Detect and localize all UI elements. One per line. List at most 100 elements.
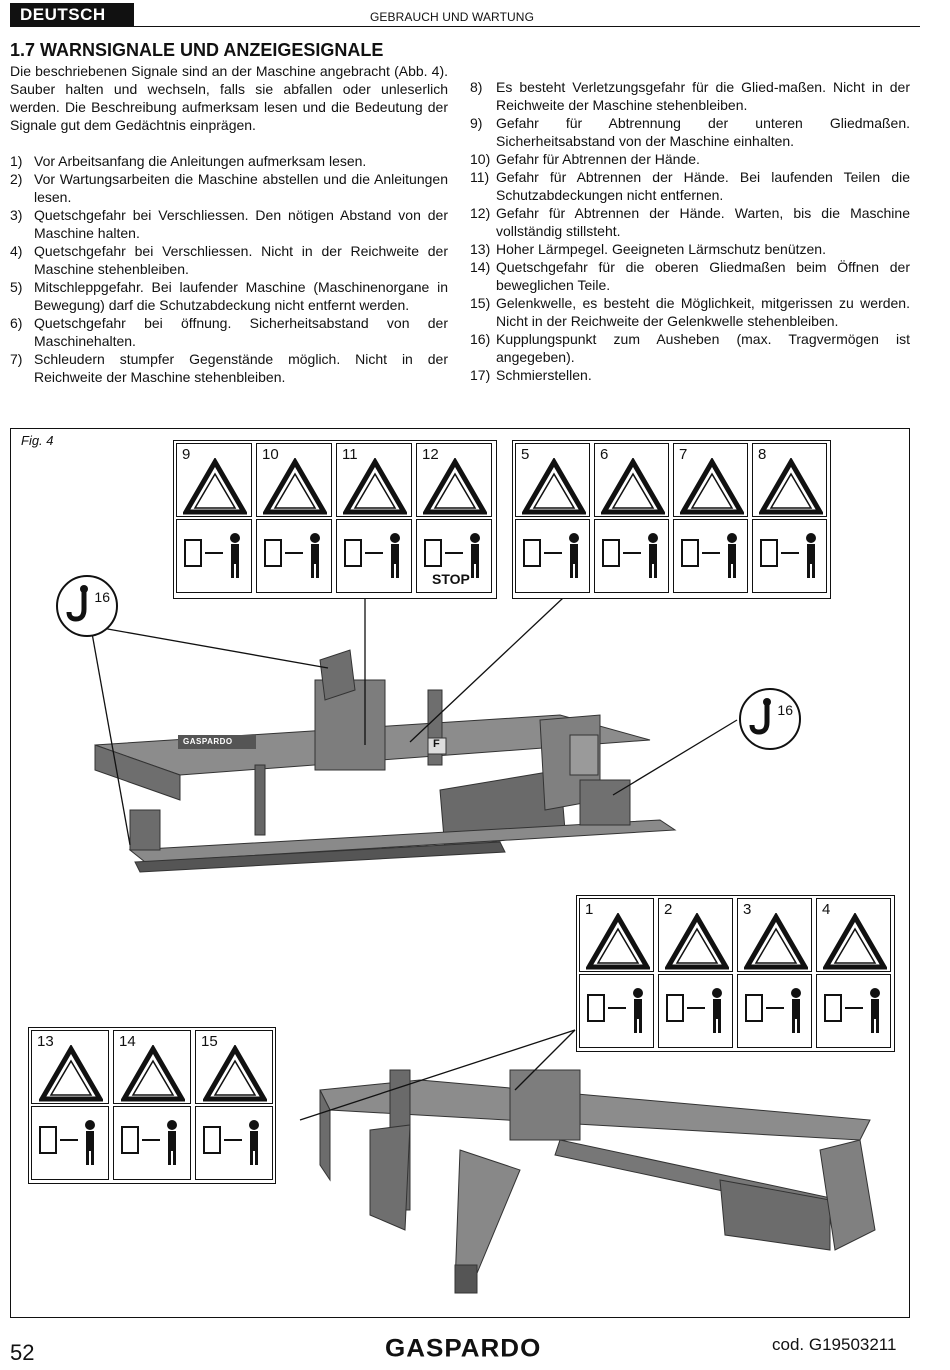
figure-frame bbox=[10, 428, 910, 1318]
machine-brand-text: GASPARDO bbox=[183, 737, 233, 746]
text-column-right: 8) Es besteht Verletzungsgefahr für die G… bbox=[470, 78, 910, 384]
header-title: GEBRAUCH UND WARTUNG bbox=[370, 10, 535, 24]
warning-triangle-icon bbox=[821, 912, 888, 970]
signal-number: 8) bbox=[470, 79, 483, 95]
warning-triangle-icon bbox=[119, 1044, 187, 1102]
hook-badge-left: 16 bbox=[56, 575, 118, 637]
safety-pictogram-icon bbox=[121, 1120, 177, 1165]
page-number: 52 bbox=[10, 1340, 35, 1365]
signal-text: Gefahr für Abtrennen der Hände. Bei lauf… bbox=[496, 169, 910, 203]
signal-text: Kupplungspunkt zum Ausheben (max. Tragve… bbox=[496, 331, 910, 365]
decal-number: 12 bbox=[422, 446, 439, 463]
signal-item: 13)Hoher Lärmpegel. Geeigneten Lärmschut… bbox=[470, 240, 910, 258]
decal-pictogram-cell bbox=[673, 519, 748, 593]
language-tab: DEUTSCH bbox=[10, 3, 134, 27]
signal-number: 6) bbox=[10, 315, 23, 331]
signal-text: Gelenkwelle, es besteht die Möglichkeit,… bbox=[496, 295, 910, 329]
safety-pictogram-icon bbox=[824, 988, 880, 1033]
signal-number: 16) bbox=[470, 331, 491, 347]
machine-top-illustration bbox=[94, 649, 677, 873]
signal-text: Gefahr für Abtrennen der Hände. bbox=[496, 151, 700, 167]
signal-item: 8) Es besteht Verletzungsgefahr für die G… bbox=[470, 78, 910, 114]
hook-number: 16 bbox=[777, 702, 793, 718]
signal-number: 15) bbox=[470, 295, 491, 311]
decal-pictogram-cell bbox=[579, 974, 654, 1048]
decal-pictogram-cell bbox=[515, 519, 590, 593]
signal-text: Quetschgefahr bei Verschliessen. Nicht i… bbox=[34, 243, 448, 277]
decal-number: 1 bbox=[585, 901, 594, 918]
decal-warning-cell: 12 bbox=[416, 443, 492, 517]
signal-text: Schmierstellen. bbox=[496, 367, 592, 383]
decal-warning-cell: 7 bbox=[673, 443, 748, 517]
machine-plate-f: F bbox=[433, 738, 441, 750]
signal-text: Quetschgefahr für die oberen Gliedmaßen … bbox=[496, 259, 910, 293]
decal-pictogram-cell bbox=[658, 974, 733, 1048]
decal-number: 4 bbox=[822, 901, 831, 918]
decal-number: 11 bbox=[342, 446, 358, 463]
safety-pictogram-icon bbox=[587, 988, 643, 1033]
safety-pictogram-icon bbox=[666, 988, 722, 1033]
signal-item: 6)Quetschgefahr bei öffnung. Sicherheits… bbox=[10, 314, 448, 350]
safety-pictogram-icon bbox=[760, 533, 816, 578]
signal-item: 3) Quetschgefahr bei Verschliessen. Den n… bbox=[10, 206, 448, 242]
decal-number: 7 bbox=[679, 446, 688, 463]
decal-pictogram-cell bbox=[416, 519, 492, 593]
decal-warning-cell: 10 bbox=[256, 443, 332, 517]
signal-item: 15) Gelenkwelle, es besteht die Möglichke… bbox=[470, 294, 910, 330]
signal-number: 10) bbox=[470, 151, 491, 167]
decal-pictogram-cell bbox=[752, 519, 827, 593]
signal-item: 9)Gefahr für Abtrennung der unteren Glie… bbox=[470, 114, 910, 150]
signal-item: 7)Schleudern stumpfer Gegenstände möglic… bbox=[10, 350, 448, 386]
signal-number: 14) bbox=[470, 259, 491, 275]
signal-list-right: 8) Es besteht Verletzungsgefahr für die G… bbox=[470, 78, 910, 384]
signal-number: 1) bbox=[10, 153, 23, 169]
decal-group-9-12: 9 10 11 12 bbox=[173, 440, 497, 599]
decal-warning-cell: 15 bbox=[195, 1030, 273, 1104]
decal-number: 2 bbox=[664, 901, 673, 918]
brand-logo: GASPARDO bbox=[385, 1333, 542, 1363]
stop-label: STOP bbox=[432, 571, 470, 587]
warning-triangle-icon bbox=[341, 457, 409, 515]
signal-text: Quetschgefahr bei Verschliessen. Den nöt… bbox=[34, 207, 448, 241]
warning-triangle-icon bbox=[261, 457, 329, 515]
signal-item: 14) Quetschgefahr für die oberen Gliedmaß… bbox=[470, 258, 910, 294]
decal-number: 9 bbox=[182, 446, 191, 463]
signal-list-left: 1) Vor Arbeitsanfang die Anleitungen aufm… bbox=[10, 152, 448, 386]
decal-warning-cell: 11 bbox=[336, 443, 412, 517]
decal-group-1-4: 1 2 3 4 bbox=[576, 895, 895, 1052]
decal-warning-cell: 4 bbox=[816, 898, 891, 972]
warning-triangle-icon bbox=[663, 912, 730, 970]
decal-pictogram-cell bbox=[256, 519, 332, 593]
signal-item: 2)Vor Wartungsarbeiten die Maschine abst… bbox=[10, 170, 448, 206]
decal-number: 8 bbox=[758, 446, 767, 463]
signal-number: 13) bbox=[470, 241, 491, 257]
warning-triangle-icon bbox=[181, 457, 249, 515]
signal-item: 1) Vor Arbeitsanfang die Anleitungen aufm… bbox=[10, 152, 448, 170]
signal-item: 10) Gefahr für Abtrennen der Hände. bbox=[470, 150, 910, 168]
signal-number: 5) bbox=[10, 279, 23, 295]
decal-number: 3 bbox=[743, 901, 752, 918]
text-column-left: Die beschriebenen Signale sind an der Ma… bbox=[10, 62, 448, 386]
warning-triangle-icon bbox=[37, 1044, 105, 1102]
signal-text: Vor Arbeitsanfang die Anleitungen aufmer… bbox=[34, 153, 367, 169]
decal-warning-cell: 14 bbox=[113, 1030, 191, 1104]
safety-pictogram-icon bbox=[681, 533, 737, 578]
safety-pictogram-icon bbox=[344, 533, 400, 578]
decal-pictogram-cell bbox=[195, 1106, 273, 1180]
safety-pictogram-icon bbox=[39, 1120, 95, 1165]
signal-number: 17) bbox=[470, 367, 491, 383]
signal-item: 4) Quetschgefahr bei Verschliessen. Nicht… bbox=[10, 242, 448, 278]
signal-number: 4) bbox=[10, 243, 23, 259]
signal-text: Es besteht Verletzungsgefahr für die Gli… bbox=[496, 79, 910, 113]
section-title: 1.7 WARNSIGNALE UND ANZEIGESIGNALE bbox=[10, 40, 384, 60]
safety-pictogram-icon bbox=[203, 1120, 259, 1165]
signal-text: Mitschleppgefahr. Bei laufender Maschine… bbox=[34, 279, 448, 313]
signal-number: 3) bbox=[10, 207, 23, 223]
signal-number: 12) bbox=[470, 205, 491, 221]
decal-pictogram-cell bbox=[737, 974, 812, 1048]
decal-pictogram-cell bbox=[113, 1106, 191, 1180]
decal-warning-cell: 2 bbox=[658, 898, 733, 972]
decal-warning-cell: 6 bbox=[594, 443, 669, 517]
